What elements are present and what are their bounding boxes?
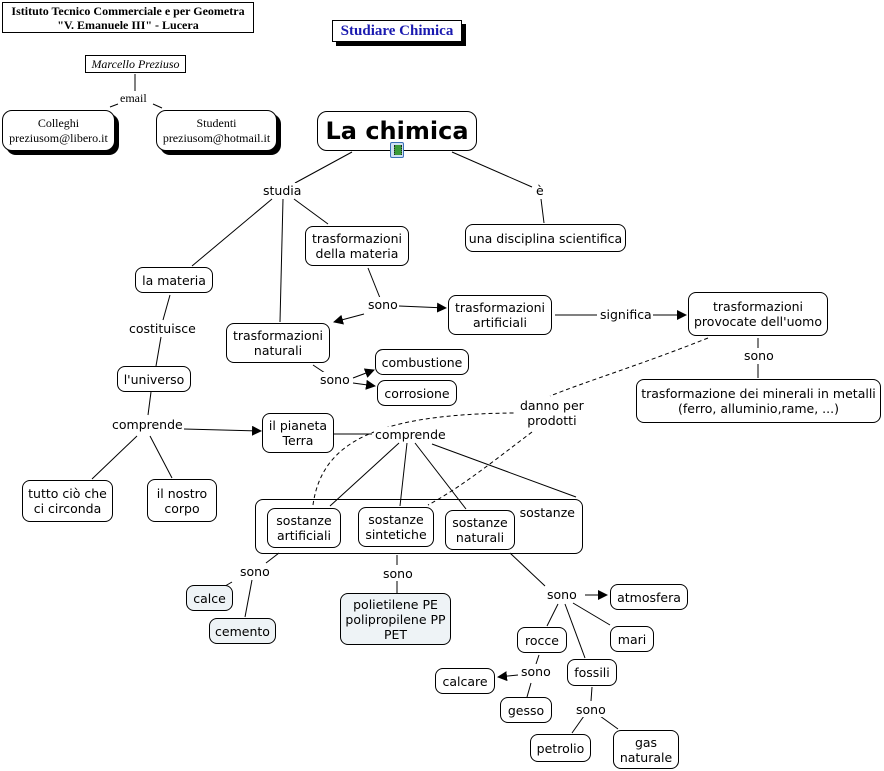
- concept-fossili[interactable]: fossili: [567, 659, 617, 686]
- concept-combustione[interactable]: combustione: [375, 349, 469, 375]
- concept-cemento[interactable]: cemento: [209, 618, 276, 644]
- concept-minerali-metalli[interactable]: trasformazione dei minerali in metalli (…: [636, 379, 881, 423]
- link-sono-trasformazioni: sono: [367, 297, 399, 312]
- author-name: Marcello Preziuso: [85, 55, 186, 73]
- contact-colleghi[interactable]: Colleghi preziusom@libero.it: [2, 110, 115, 151]
- link-danno-per-prodotti: danno per prodotti: [519, 398, 585, 428]
- group-sostanze[interactable]: sostanze: [255, 499, 583, 554]
- concept-materia[interactable]: la materia: [135, 267, 213, 293]
- link-significa: significa: [599, 307, 653, 322]
- institute-header: Istituto Tecnico Commerciale e per Geome…: [2, 2, 254, 33]
- concept-tutto-cio[interactable]: tutto ciò che ci circonda: [22, 480, 113, 522]
- film-resource-icon[interactable]: [390, 142, 404, 158]
- email-link-label: email: [119, 91, 148, 106]
- concept-calcare[interactable]: calcare: [435, 668, 495, 694]
- concept-trasformazioni-materia[interactable]: trasformazioni della materia: [305, 226, 409, 266]
- link-sono-naturali-sostanze: sono: [546, 587, 578, 602]
- film-strip-glyph: [394, 145, 402, 155]
- concept-corrosione[interactable]: corrosione: [377, 380, 457, 406]
- concept-petrolio[interactable]: petrolio: [530, 734, 591, 762]
- link-sono-naturali: sono: [319, 372, 351, 387]
- concept-trasformazioni-artificiali[interactable]: trasformazioni artificiali: [448, 295, 552, 335]
- concept-atmosfera[interactable]: atmosfera: [610, 584, 688, 610]
- concept-gas-naturale[interactable]: gas naturale: [613, 730, 679, 769]
- concept-sostanze-naturali[interactable]: sostanze naturali: [445, 510, 515, 550]
- concept-sostanze-sintetiche[interactable]: sostanze sintetiche: [358, 507, 434, 547]
- link-sono-fossili: sono: [575, 702, 607, 717]
- concept-trasformazioni-naturali[interactable]: trasformazioni naturali: [226, 323, 330, 363]
- concept-mari[interactable]: mari: [610, 626, 654, 652]
- concept-gesso[interactable]: gesso: [500, 697, 552, 723]
- concept-calce[interactable]: calce: [186, 585, 233, 611]
- group-sostanze-label: sostanze: [519, 505, 575, 520]
- link-costituisce: costituisce: [128, 321, 197, 336]
- concept-sostanze-artificiali[interactable]: sostanze artificiali: [267, 508, 341, 548]
- link-sono-uomo: sono: [743, 348, 775, 363]
- link-comprende-universo: comprende: [111, 417, 184, 432]
- link-sono-sintetiche: sono: [382, 566, 414, 581]
- concept-nostro-corpo[interactable]: il nostro corpo: [147, 479, 217, 522]
- concept-trasformazioni-uomo[interactable]: trasformazioni provocate dell'uomo: [688, 292, 828, 336]
- concept-disciplina[interactable]: una disciplina scientifica: [465, 224, 626, 252]
- link-studia: studia: [262, 183, 303, 198]
- concept-universo[interactable]: l'universo: [117, 366, 191, 392]
- contact-studenti[interactable]: Studenti preziusom@hotmail.it: [156, 110, 277, 151]
- concept-rocce[interactable]: rocce: [517, 627, 567, 653]
- concept-pianeta-terra[interactable]: il pianeta Terra: [262, 413, 334, 453]
- link-e: è: [535, 183, 545, 198]
- link-sono-artificiali: sono: [239, 564, 271, 579]
- concept-polimeri[interactable]: polietilene PE polipropilene PP PET: [340, 593, 451, 645]
- link-sono-rocce: sono: [520, 664, 552, 679]
- link-comprende-terra: comprende: [374, 427, 447, 442]
- page-title: Studiare Chimica: [332, 20, 462, 42]
